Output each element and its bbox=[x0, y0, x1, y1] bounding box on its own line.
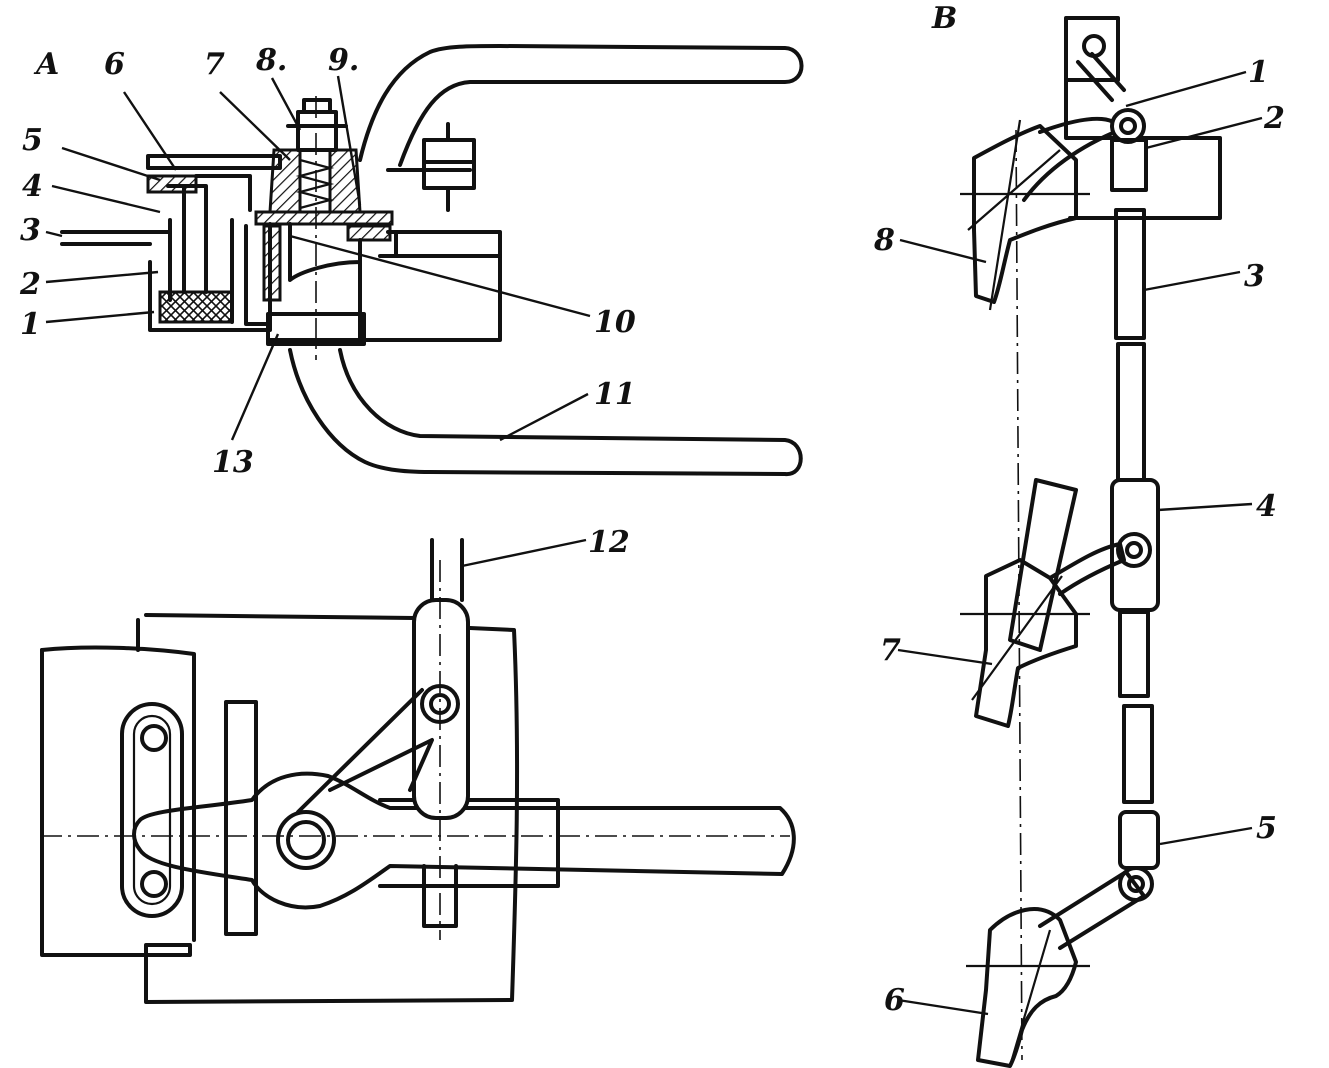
linkage-label-5: 5 bbox=[1256, 811, 1277, 846]
rod-lower-b bbox=[1122, 704, 1154, 804]
compression-spring bbox=[295, 158, 335, 210]
sector-6 bbox=[976, 907, 1078, 1068]
base-plate bbox=[60, 230, 172, 246]
guide-plate bbox=[378, 798, 560, 888]
housing-channel bbox=[358, 254, 502, 342]
joint-4-pin bbox=[1125, 541, 1143, 559]
linkage-label-8: 8 bbox=[873, 223, 895, 258]
linkage-label-3: 3 bbox=[1244, 259, 1265, 294]
section-label-4: 4 bbox=[22, 169, 43, 204]
slot-pin-bottom bbox=[140, 870, 168, 898]
stop-bar bbox=[224, 700, 258, 936]
clevis-5 bbox=[1118, 810, 1160, 870]
plan-lever bbox=[132, 771, 796, 910]
slot-pin-top bbox=[140, 724, 168, 752]
sector-7 bbox=[974, 558, 1078, 728]
linkage-axis bbox=[1015, 129, 1023, 1061]
rod-upper bbox=[430, 538, 464, 602]
sector-6-axes bbox=[966, 929, 1090, 1067]
linkage-label-6: 6 bbox=[884, 983, 905, 1018]
joint-5-pin bbox=[1127, 875, 1145, 893]
top-frame-plate bbox=[1064, 78, 1222, 220]
upper-lever-handle bbox=[358, 44, 804, 167]
view-a-letter: A bbox=[33, 47, 59, 82]
sector-7-arm bbox=[1048, 542, 1126, 596]
housing-outer-wall bbox=[148, 230, 502, 342]
leader-12 bbox=[461, 538, 587, 568]
lever-pivot-inner bbox=[286, 820, 326, 860]
top-bracket-hole bbox=[1082, 34, 1106, 58]
plan-view: 12 bbox=[40, 525, 796, 1004]
section-label-10: 10 bbox=[594, 305, 636, 340]
leaders-right bbox=[1125, 70, 1263, 846]
clevis-2 bbox=[1110, 138, 1148, 192]
collar-sleeve bbox=[166, 184, 208, 294]
lower-lever-arm bbox=[288, 348, 803, 476]
plan-mounting-flange bbox=[40, 613, 416, 942]
section-label-7: 7 bbox=[204, 47, 225, 82]
joint-1-pin bbox=[1119, 117, 1137, 135]
clamp-bolt bbox=[422, 122, 476, 212]
rod-3 bbox=[1114, 208, 1146, 340]
leaders-top bbox=[123, 75, 362, 206]
bushing-left bbox=[268, 148, 302, 214]
sector-8-axes bbox=[960, 119, 1090, 311]
section-view-a: A bbox=[19, 43, 804, 480]
rod-lower bbox=[422, 864, 458, 928]
washer-ring bbox=[346, 224, 392, 242]
linkage-label-1: 1 bbox=[1248, 55, 1269, 90]
hub-bushing bbox=[262, 224, 282, 302]
plan-base-plate bbox=[40, 626, 520, 1004]
section-label-3: 3 bbox=[20, 213, 41, 248]
section-label-8: 8. bbox=[255, 43, 287, 78]
plan-label-12: 12 bbox=[588, 525, 630, 560]
leaders-left bbox=[45, 146, 161, 324]
sector-6-arm bbox=[1038, 870, 1146, 950]
crank-links bbox=[296, 688, 434, 814]
section-label-2: 2 bbox=[19, 267, 41, 302]
section-label-11: 11 bbox=[594, 377, 636, 412]
section-label-1: 1 bbox=[20, 307, 41, 342]
leaders-left-b bbox=[897, 238, 993, 1016]
linkage-label-4: 4 bbox=[1256, 489, 1277, 524]
rod-lower-a bbox=[1118, 610, 1150, 698]
sector-8 bbox=[972, 124, 1078, 304]
linkage-label-7: 7 bbox=[880, 633, 901, 668]
section-label-5: 5 bbox=[22, 123, 43, 158]
sector-7-axes bbox=[960, 575, 1090, 701]
thrust-washer bbox=[254, 210, 394, 226]
section-label-9: 9. bbox=[328, 43, 359, 78]
rod-3b bbox=[1116, 342, 1146, 482]
top-bracket bbox=[1064, 16, 1120, 82]
linkage-view-b: B bbox=[873, 1, 1285, 1068]
section-label-6: 6 bbox=[104, 47, 125, 82]
cap-rim bbox=[194, 174, 252, 212]
view-b-letter: B bbox=[931, 1, 957, 36]
joint-4 bbox=[1116, 532, 1152, 568]
base-collar bbox=[266, 312, 366, 346]
grease-well bbox=[158, 290, 234, 324]
joint-1 bbox=[1110, 108, 1146, 144]
leaders-bottom bbox=[230, 234, 591, 442]
section-label-13: 13 bbox=[212, 445, 254, 480]
linkage-label-2: 2 bbox=[1263, 101, 1285, 136]
top-spring-clip bbox=[1076, 52, 1126, 102]
sector-8-arm bbox=[1022, 116, 1122, 202]
